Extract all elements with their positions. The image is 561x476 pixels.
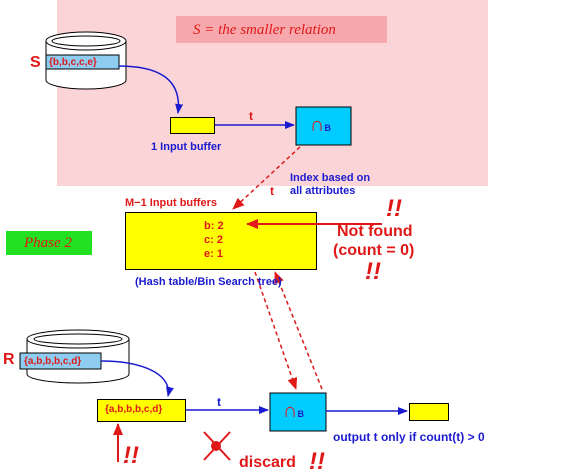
relation-r-cylinder <box>19 329 130 384</box>
input-buffer-label: 1 Input buffer <box>151 141 222 153</box>
count-entry: e: 1 <box>204 248 223 260</box>
relation-r-tuples: {a,b,b,b,c,d} <box>24 356 82 367</box>
probe-up-arrow <box>274 271 323 390</box>
build-index-arrow <box>232 146 301 210</box>
tuple-label-bottom: t <box>217 395 221 409</box>
intersect-symbol-bottom: ∩B <box>283 400 304 422</box>
discard-icon <box>203 431 231 461</box>
phase-label: Phase 2 <box>24 235 72 251</box>
intersect-operator-bottom <box>269 392 327 432</box>
discard-label: discard <box>239 454 296 471</box>
region-title-box <box>176 16 387 43</box>
output-buffer <box>409 403 449 421</box>
r-input-buffer <box>97 399 186 422</box>
not-found-label: Not found <box>337 223 413 240</box>
memory-caption: (Hash table/Bin Search tree) <box>135 276 282 288</box>
relation-s-letter: S <box>30 54 41 71</box>
intersect-operator-top <box>295 106 352 146</box>
intersect-symbol-top: ∩B <box>310 114 331 136</box>
relation-r-letter: R <box>3 351 15 368</box>
count-entry: c: 2 <box>204 234 223 246</box>
s-to-buffer-arrow <box>118 65 184 114</box>
tuple-label-index: t <box>270 184 274 198</box>
index-note-line2: all attributes <box>290 185 356 197</box>
probe-down-arrow <box>254 271 298 390</box>
count-entry: b: 2 <box>204 220 224 232</box>
memory-title: M−1 Input buffers <box>125 197 217 209</box>
not-found-count: (count = 0) <box>333 242 415 259</box>
r-buffer-value: {a,b,b,b,c,d} <box>105 404 163 415</box>
region-title: S = the smaller relation <box>193 22 336 38</box>
relation-s-tuples: {b,b,c,c,e} <box>49 57 97 68</box>
r-to-buffer-arrow <box>100 360 174 397</box>
memory-buffers <box>125 212 317 270</box>
output-label: output t only if count(t) > 0 <box>333 430 485 444</box>
index-note-line1: Index based on <box>290 172 371 184</box>
r-buffer-marks: !! <box>123 442 139 469</box>
relation-s-cylinder <box>45 31 127 90</box>
s-input-buffer <box>170 117 215 134</box>
not-found-marks-top: !! <box>386 195 402 222</box>
not-found-marks-bottom: !! <box>365 258 381 285</box>
discard-marks: !! <box>309 448 325 475</box>
phase-label-box <box>6 231 92 255</box>
tuple-label-top: t <box>249 109 253 123</box>
